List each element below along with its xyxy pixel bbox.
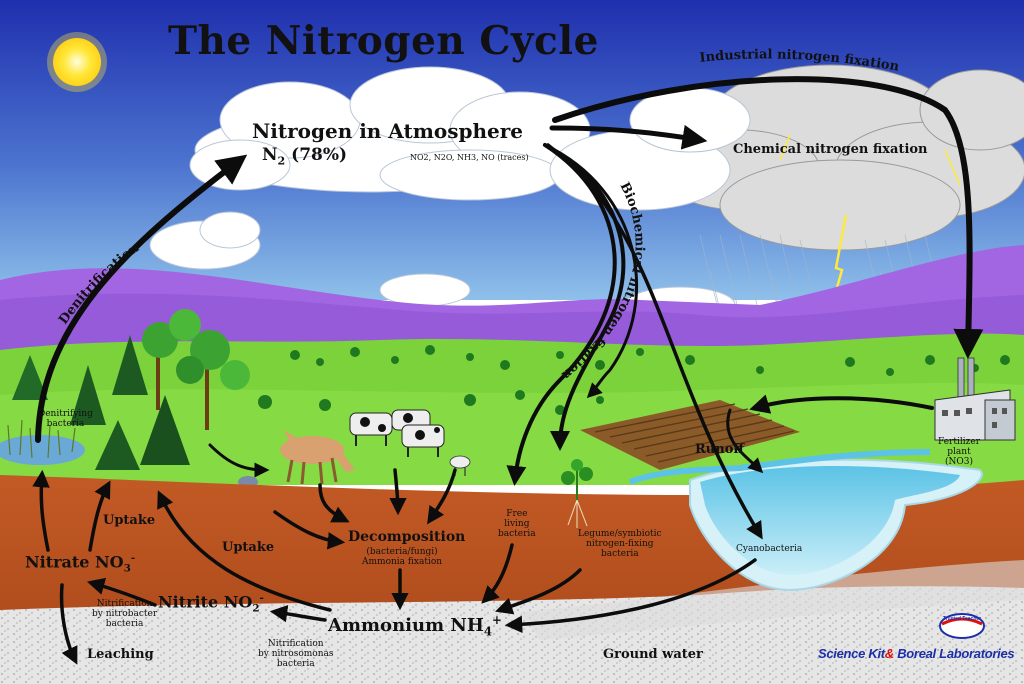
brand-badge-icon: Trusted Teacher	[938, 612, 986, 640]
atmosphere-traces: NO2, N2O, NH3, NO (traces)	[410, 153, 529, 162]
distant-trees	[258, 345, 1010, 415]
ground-water-label: Ground water	[603, 647, 703, 662]
legume-plant	[561, 459, 593, 528]
brand-badge-text: Trusted Teacher	[942, 616, 982, 622]
page-title: The Nitrogen Cycle	[168, 18, 599, 64]
forest	[12, 309, 250, 470]
cycle-arrows	[32, 76, 984, 665]
lake	[628, 449, 983, 592]
runoff-label: Runoff	[695, 442, 745, 457]
nitrate-label: Nitrate NO3-	[25, 552, 136, 575]
fertilizer-plant-icon	[934, 357, 1016, 441]
cyanobacteria-label: Cyanobacteria	[736, 544, 803, 554]
storm-cloud	[659, 64, 1024, 251]
brand-name: Science Kit& Boreal Laboratories	[818, 646, 1015, 661]
cows	[349, 409, 445, 457]
marsh	[0, 419, 85, 465]
atmosphere-formula: N2 (78%)	[262, 145, 348, 168]
nitrite-label: Nitrite NO2-	[158, 592, 264, 615]
leaching-label: Leaching	[87, 647, 154, 662]
plowed-field	[580, 400, 800, 470]
ammonium-label: Ammonium NH4+	[328, 613, 502, 639]
decomposition-note: (bacteria/fungi)Ammonia fixation	[362, 547, 443, 567]
uptake-left-label: Uptake	[103, 513, 156, 528]
decomposition-label: Decomposition	[348, 529, 466, 545]
atmosphere-heading: Nitrogen in Atmosphere	[252, 119, 523, 143]
chemical-fixation-label: Chemical nitrogen fixation	[733, 142, 928, 157]
sun-icon	[47, 32, 107, 92]
deer	[280, 430, 355, 485]
uptake-center-label: Uptake	[222, 540, 275, 555]
